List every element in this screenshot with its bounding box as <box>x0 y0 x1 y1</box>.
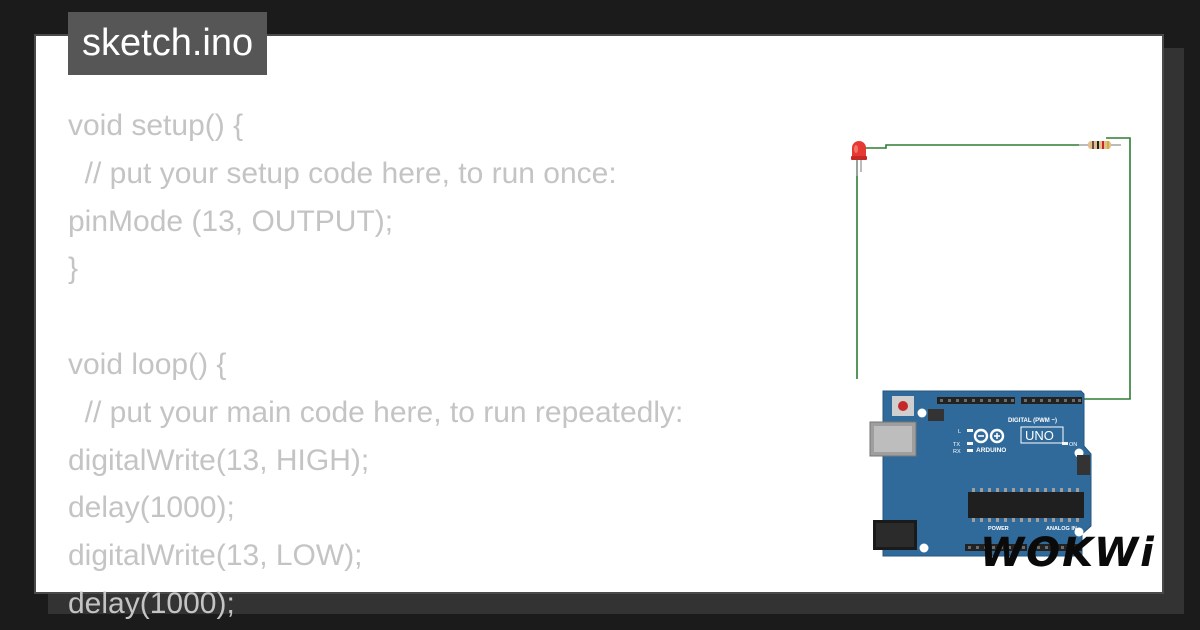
wokwi-logo-text: WOKWi <box>980 530 1156 576</box>
microcontroller-chip <box>968 492 1084 518</box>
preview-card: void setup() { // put your setup code he… <box>34 34 1164 620</box>
code-line <box>68 293 683 341</box>
code-editor: void setup() { // put your setup code he… <box>68 102 683 628</box>
analog-label: ANALOG IN <box>1046 526 1077 532</box>
code-line: pinMode (13, OUTPUT); <box>68 204 394 238</box>
resistor <box>1079 141 1121 149</box>
code-line: digitalWrite(13, LOW); <box>68 539 363 573</box>
l-label: L <box>958 429 961 435</box>
code-line: void setup() { <box>68 109 244 142</box>
uno-label: UNO <box>1025 428 1054 443</box>
code-line: } <box>68 252 79 286</box>
arduino-name: ARDUINO <box>976 447 1006 454</box>
arduino-logo <box>973 428 1005 444</box>
code-line: // put your setup code here, to run once… <box>68 156 617 190</box>
led <box>851 141 867 176</box>
code-line: void loop() { <box>68 347 227 381</box>
on-label: ON <box>1069 442 1077 448</box>
wire <box>856 137 1131 400</box>
code-line: // put your main code here, to run repea… <box>68 395 684 429</box>
tx-label: TX <box>953 442 960 448</box>
rx-label: RX <box>953 449 961 455</box>
file-title: sketch.ino <box>68 12 268 75</box>
wokwi-logo: WOKWi <box>980 530 1156 576</box>
digital-label: DIGITAL (PWM ~) <box>1008 418 1057 424</box>
circuit-diagram: DIGITAL (PWM ~) L TX RX ARDUINO UNO ON <box>851 137 1131 557</box>
code-line: delay(1000); <box>68 586 235 620</box>
power-label: POWER <box>988 526 1009 532</box>
arduino-uno-board: DIGITAL (PWM ~) L TX RX ARDUINO UNO ON <box>869 390 1092 557</box>
code-line: digitalWrite(13, HIGH); <box>68 443 370 477</box>
code-line: delay(1000); <box>68 491 235 525</box>
